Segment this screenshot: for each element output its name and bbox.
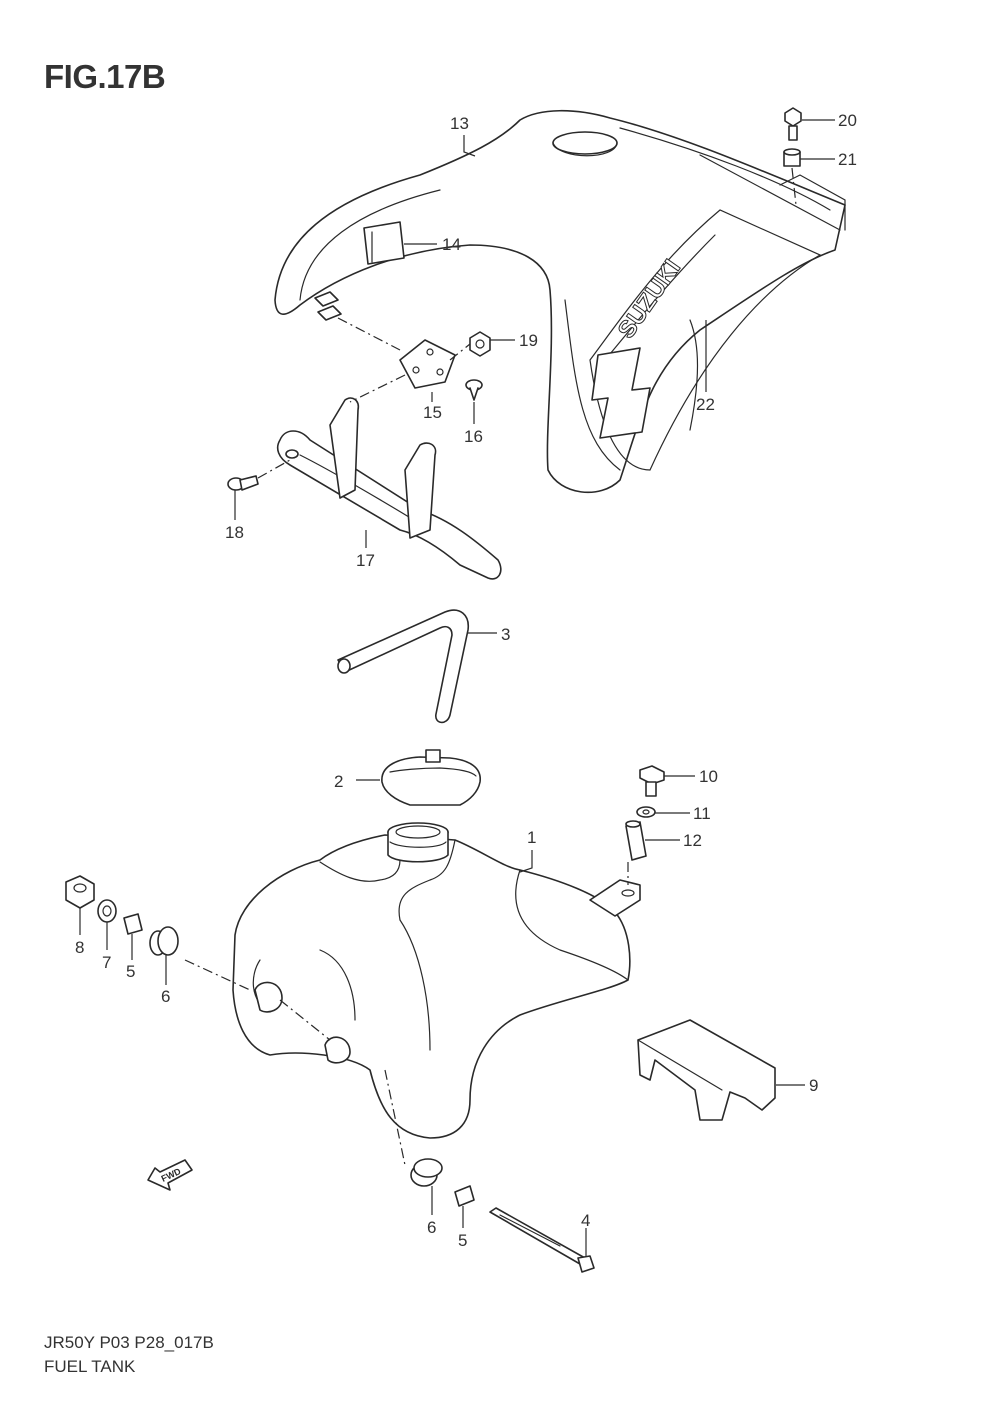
callout-2: 2	[334, 772, 343, 791]
fuel-tank-1	[232, 822, 641, 1139]
figure-name: FUEL TANK	[44, 1357, 136, 1376]
figure-code: JR50Y P03 P28_017B	[44, 1333, 214, 1352]
callout-3: 3	[501, 625, 510, 644]
bolt-4	[489, 1207, 595, 1273]
screw-16	[465, 379, 483, 401]
cushion-9	[637, 1019, 776, 1121]
fuel-cap-2	[381, 749, 481, 806]
grommet-6-upper	[149, 926, 179, 956]
callout-16: 16	[464, 427, 483, 446]
callout-5-lower: 5	[458, 1231, 467, 1250]
callout-14: 14	[442, 235, 461, 254]
washer-7	[97, 899, 117, 923]
bracket-plate-15	[399, 339, 456, 389]
figure-title: FIG.17B	[44, 58, 166, 95]
washer-11	[636, 806, 656, 818]
assembly-lines	[184, 167, 797, 1166]
callout-8: 8	[75, 938, 84, 957]
callout-12: 12	[683, 831, 702, 850]
callout-22: 22	[696, 395, 715, 414]
collar-5-upper	[123, 913, 143, 935]
callout-1: 1	[527, 828, 536, 847]
callout-6-upper: 6	[161, 987, 170, 1006]
pad-14	[363, 221, 405, 265]
callout-21: 21	[838, 150, 857, 169]
carrier-bracket-17	[276, 397, 502, 580]
screw-18	[227, 475, 259, 491]
grommet-6-lower	[410, 1158, 443, 1187]
callout-9: 9	[809, 1076, 818, 1095]
nut-19	[469, 331, 491, 357]
bolt-20	[784, 107, 802, 141]
callout-11: 11	[693, 804, 711, 823]
callout-15: 15	[423, 403, 442, 422]
nut-8	[65, 875, 95, 909]
fuel-hose-3	[337, 609, 470, 724]
callout-labels: 13 14 19 15 16 18 17 20 21 22 3 2 10 11 …	[75, 111, 857, 1250]
callout-10: 10	[699, 767, 718, 786]
callout-6-lower: 6	[427, 1218, 436, 1237]
callout-7: 7	[102, 953, 111, 972]
callout-17: 17	[356, 551, 375, 570]
callout-5-upper: 5	[126, 962, 135, 981]
callout-4: 4	[581, 1211, 590, 1230]
bolt-10	[639, 765, 665, 797]
callout-20: 20	[838, 111, 857, 130]
callout-19: 19	[519, 331, 538, 350]
collar-5-lower	[454, 1185, 475, 1207]
collar-21	[783, 148, 801, 167]
callout-13: 13	[450, 114, 469, 133]
fwd-arrow-icon: FWD	[147, 1159, 193, 1191]
leader-lines	[79, 119, 835, 1256]
cushions	[314, 291, 342, 321]
collar-12	[625, 820, 647, 861]
fuel-tank-cover: SUZUKI	[274, 109, 846, 494]
callout-18: 18	[225, 523, 244, 542]
